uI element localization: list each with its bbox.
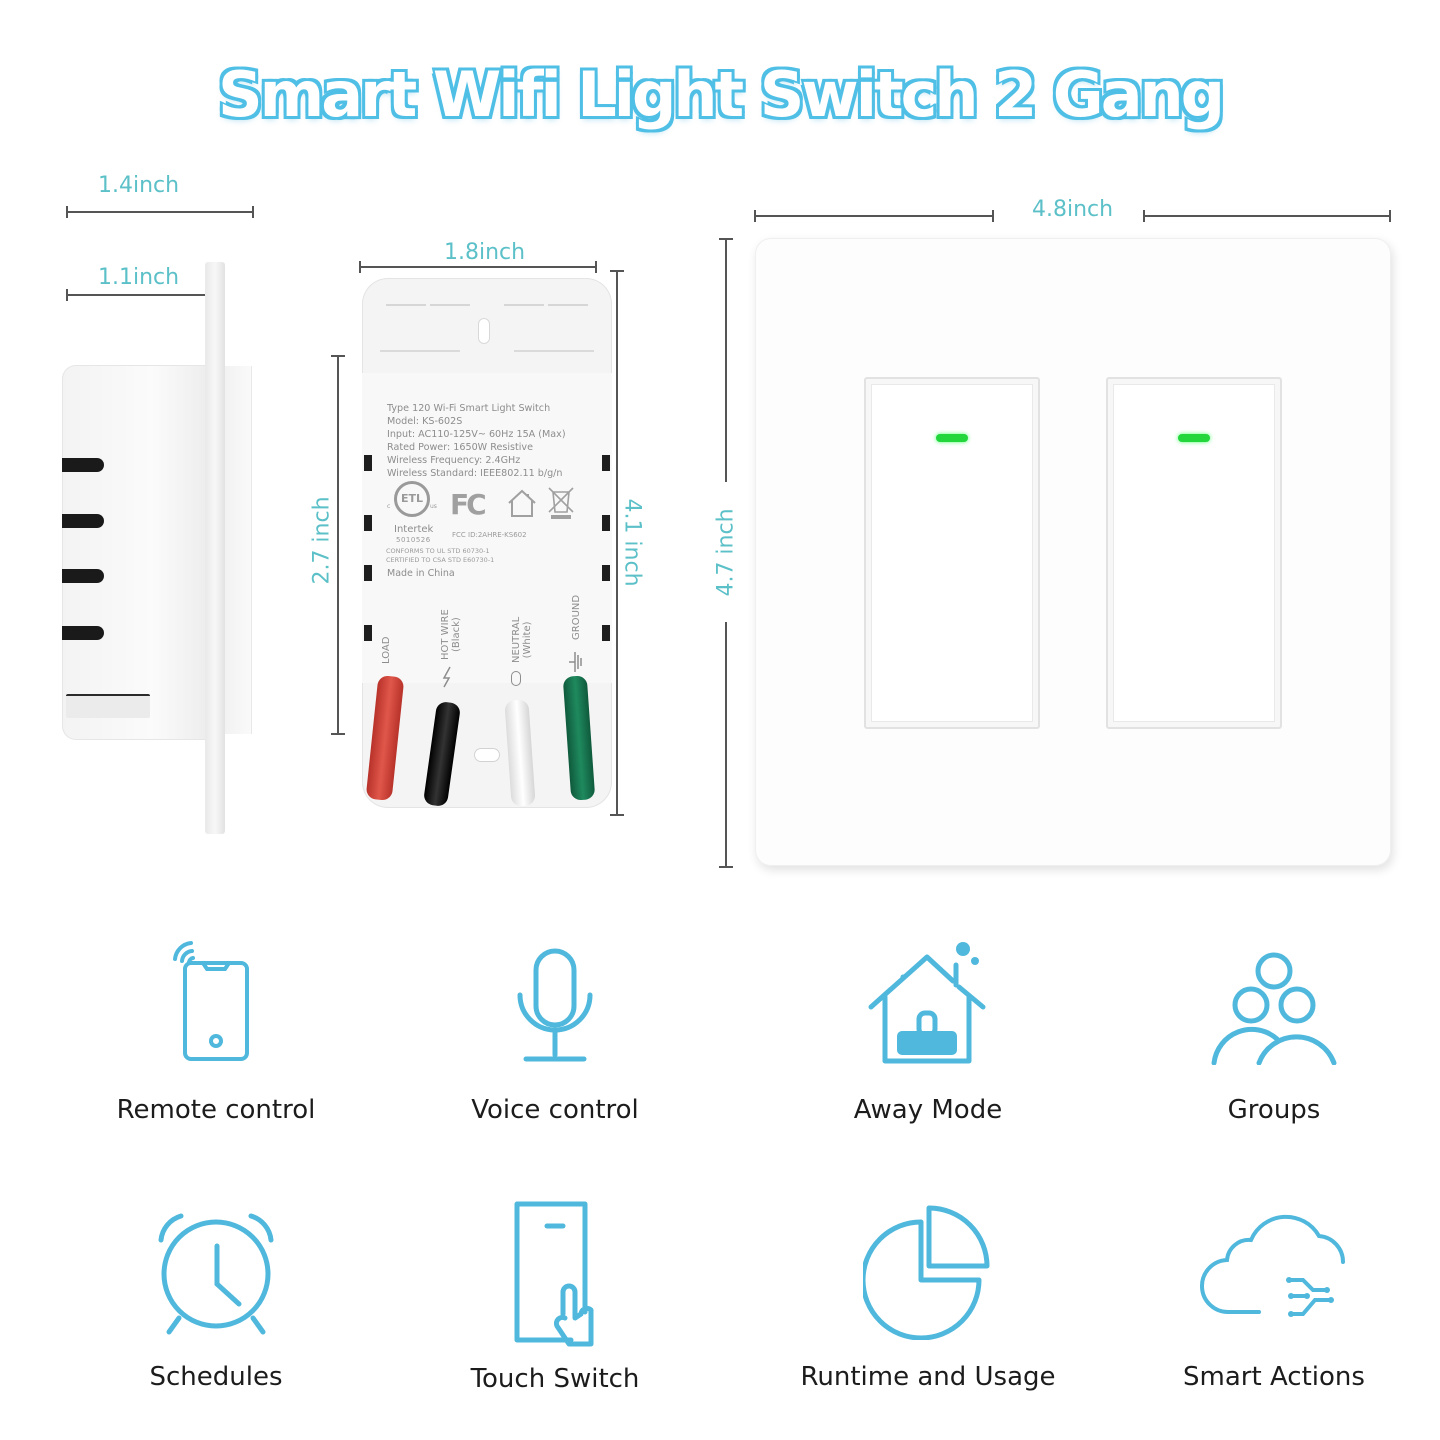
intertek-number: 5010526 [396,536,431,544]
feature-groups: Groups [1124,935,1424,1125]
housing-notch [364,455,372,471]
feature-touch-switch: Touch Switch [405,1200,705,1394]
housing-notch [602,515,610,531]
feature-label: Voice control [471,1095,639,1125]
dimension-line [610,270,624,816]
mounting-hole [478,318,490,344]
vent-slot [62,514,104,528]
conformity-line: CONFORMS TO UL STD 60730-1 [386,547,490,555]
mounting-bracket [378,292,596,352]
terminal-label-neutral: NEUTRAL(White) [511,616,533,663]
feature-voice-control: Voice control [405,935,705,1125]
side-bottom-lip [66,694,150,718]
lightning-icon [442,666,451,688]
terminal-label-load: LOAD [381,636,392,664]
housing-notch [602,625,610,641]
feature-label: Runtime and Usage [800,1362,1056,1392]
etl-us-mark: us [430,503,437,510]
status-led-2 [1178,434,1210,442]
spec-line: Rated Power: 1650W Resistive [387,442,534,453]
indoor-use-house-icon [508,489,536,517]
side-backbox [225,366,252,734]
feature-label: Smart Actions [1183,1362,1365,1392]
feature-runtime-usage: Runtime and Usage [778,1200,1078,1392]
spec-line: Model: KS-602S [387,416,463,427]
dimension-label-module-width: 1.8inch [444,240,526,265]
dimension-line [1143,210,1391,222]
dimension-label-plate-height: 4.7 inch [713,508,739,597]
dimension-label-module-height: 4.1 inch [619,498,645,587]
vent-slot [62,569,104,583]
rocker-switch-1[interactable] [864,377,1040,729]
feature-away-mode: Away Mode [778,935,1078,1125]
weee-bin-icon [548,487,574,519]
dimension-label-side-total: 1.4inch [98,173,180,198]
feature-label: Remote control [116,1095,316,1125]
page-title: Smart Wifi Light Switch 2 Gang [216,57,1226,133]
dimension-line [331,355,345,735]
dimension-line [66,289,208,301]
spec-label-panel [362,373,612,683]
housing-notch [364,625,372,641]
side-wall-plate [205,262,225,834]
housing-notch [364,515,372,531]
feature-label: Touch Switch [470,1364,640,1394]
house-suitcase-icon [868,942,986,1064]
pie-chart-icon [863,1205,990,1340]
dimension-label-plate-width: 4.8inch [1032,197,1114,222]
feature-remote-control: Remote control [66,935,366,1125]
vent-slot [62,626,104,640]
feature-label: Groups [1227,1095,1321,1125]
intertek-text: Intertek [394,524,434,535]
spec-line: Wireless Standard: IEEE802.11 b/g/n [387,468,563,479]
feature-label: Schedules [149,1362,283,1392]
housing-notch [602,565,610,581]
dimension-line [359,261,597,273]
rocker-switch-2[interactable] [1106,377,1282,729]
etl-c-mark: c [387,503,391,510]
smartphone-wifi-icon [173,941,249,1061]
fcc-icon: FC [450,488,487,521]
dimension-line [754,210,994,222]
etl-cert-icon: ETL [394,481,430,517]
microphone-icon [517,948,593,1062]
terminal-label-ground: GROUND [571,594,582,640]
alarm-clock-icon [158,1213,274,1335]
feature-smart-actions: Smart Actions [1124,1200,1424,1392]
cloud-circuit-icon [1200,1214,1346,1317]
bottom-mounting-hole [474,748,500,762]
dimension-label-module-label-height: 2.7 inch [309,496,335,585]
spec-line: Input: AC110-125V~ 60Hz 15A (Max) [387,429,566,440]
spec-line: Type 120 Wi-Fi Smart Light Switch [387,403,551,414]
feature-schedules: Schedules [66,1200,366,1392]
fcc-id-text: FCC ID:2AHRE-KS602 [452,531,527,539]
group-people-icon [1211,952,1337,1065]
ground-symbol-icon [569,652,582,672]
neutral-symbol-icon [511,671,521,686]
side-housing [62,365,212,740]
feature-label: Away Mode [853,1095,1003,1125]
spec-line: Wireless Frequency: 2.4GHz [387,455,521,466]
vent-slot [62,458,104,472]
housing-notch [602,455,610,471]
status-led-1 [936,434,968,442]
wall-plate [755,238,1391,866]
housing-notch [364,565,372,581]
conformity-line: CERTIFIED TO CSA STD E60730-1 [386,556,495,564]
terminal-label-hot: HOT WIRE(Black) [440,609,462,660]
dimension-label-side-body: 1.1inch [98,265,180,290]
dimension-line [66,206,254,218]
touch-switch-icon [514,1201,594,1347]
origin-text: Made in China [387,568,455,579]
